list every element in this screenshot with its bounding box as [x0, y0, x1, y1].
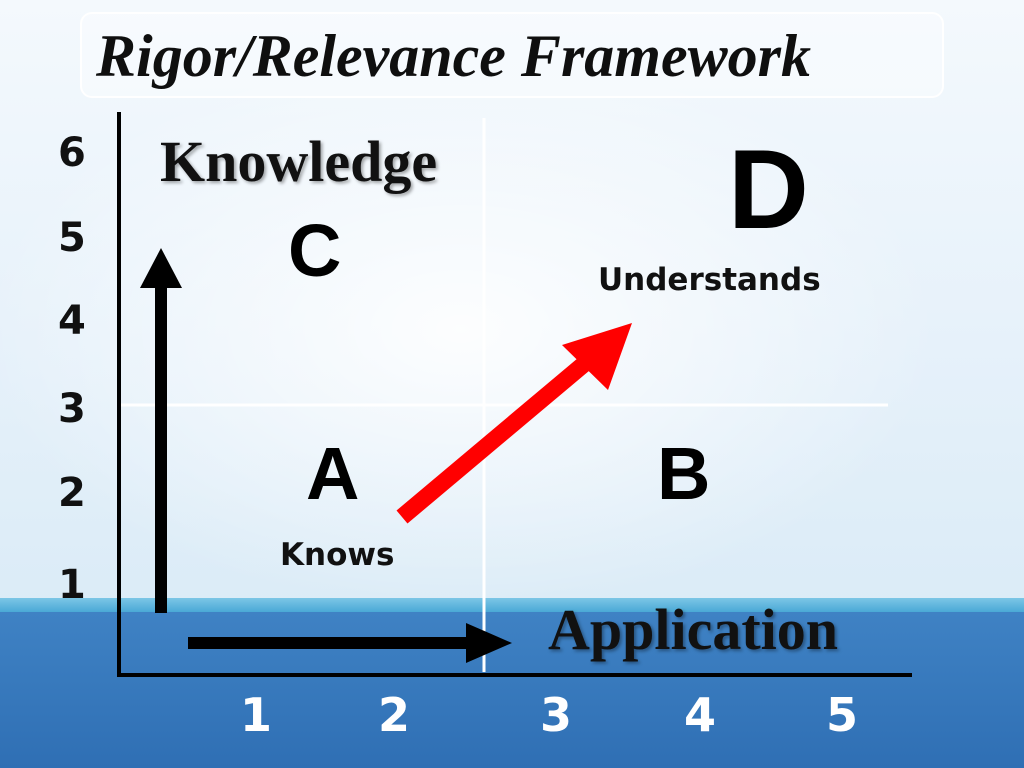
y-axis-title: Knowledge — [160, 129, 438, 194]
quadrant-c-letter: C — [288, 209, 342, 292]
y-tick-1: 1 — [58, 562, 86, 608]
slide-title: Rigor/Relevance Framework — [96, 23, 811, 89]
x-tick-5: 5 — [826, 688, 859, 742]
quadrant-d-word: Understands — [598, 262, 821, 298]
footer-band-dark — [0, 612, 1024, 768]
quadrant-d-letter: D — [728, 127, 809, 252]
title-frame — [80, 12, 944, 98]
x-tick-1: 1 — [240, 688, 273, 742]
y-tick-6: 6 — [58, 130, 86, 176]
application-arrow — [188, 623, 512, 663]
y-tick-2: 2 — [58, 470, 86, 516]
progress-arrow — [396, 323, 632, 524]
footer-band-light — [0, 598, 1024, 612]
x-axis-title: Application — [548, 597, 839, 662]
y-tick-3: 3 — [58, 386, 86, 432]
y-tick-5: 5 — [58, 215, 86, 261]
knowledge-arrow — [140, 248, 182, 613]
quadrant-a-word: Knows — [280, 537, 395, 573]
x-tick-3: 3 — [540, 688, 573, 742]
x-tick-4: 4 — [684, 688, 717, 742]
y-tick-4: 4 — [58, 298, 86, 344]
quadrant-b-letter: B — [657, 432, 711, 515]
x-tick-2: 2 — [378, 688, 411, 742]
background-glow — [0, 0, 1024, 600]
quadrant-a-letter: A — [306, 432, 360, 515]
